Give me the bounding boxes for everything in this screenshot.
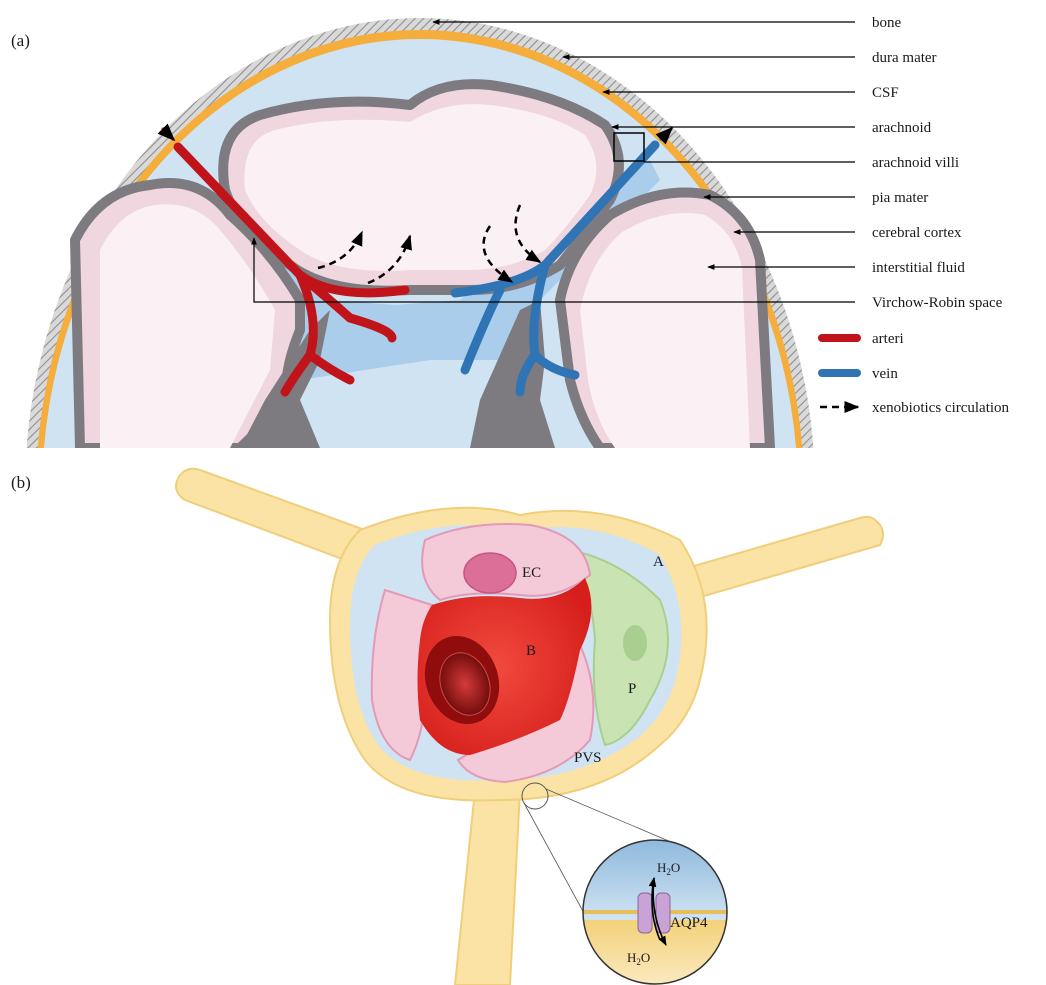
legend-xeno-label: xenobiotics circulation [872,400,1010,416]
legend-vein-label: vein [872,366,898,382]
label-interstitial-fluid: interstitial fluid [872,260,965,276]
gyrus-center-white [244,104,596,271]
aqp4-inset [583,840,728,984]
label-bone: bone [872,15,902,31]
panel-b-diagram [176,469,883,985]
label-cerebral-cortex: cerebral cortex [872,225,962,241]
label-pvs: PVS [574,750,602,766]
pericyte-nucleus [623,625,647,661]
water-top-h: H [657,860,666,875]
endothelial-nucleus [464,553,516,593]
label-arachnoid-villi: arachnoid villi [872,155,959,171]
legend: arteri vein xenobiotics circulation [820,331,1010,416]
panel-b-tag: (b) [11,473,31,492]
water-bottom-o: O [641,950,650,965]
label-dura-mater: dura mater [872,50,937,66]
water-bottom-h: H [627,950,636,965]
label-pia-mater: pia mater [872,190,928,206]
label-p: P [628,681,636,697]
label-virchow-robin: Virchow-Robin space [872,295,1003,311]
water-top-o: O [671,860,680,875]
aqp4-channel-left [638,893,652,933]
label-b: B [526,643,536,659]
label-aqp4: AQP4 [670,915,708,931]
zoom-leader-left [524,803,585,915]
label-ec: EC [522,565,541,581]
panel-a-diagram [25,18,815,962]
panel-a-tag: (a) [11,31,30,50]
label-csf: CSF [872,85,899,101]
legend-artery-label: arteri [872,331,904,347]
label-arachnoid: arachnoid [872,120,932,136]
label-a: A [653,554,664,570]
